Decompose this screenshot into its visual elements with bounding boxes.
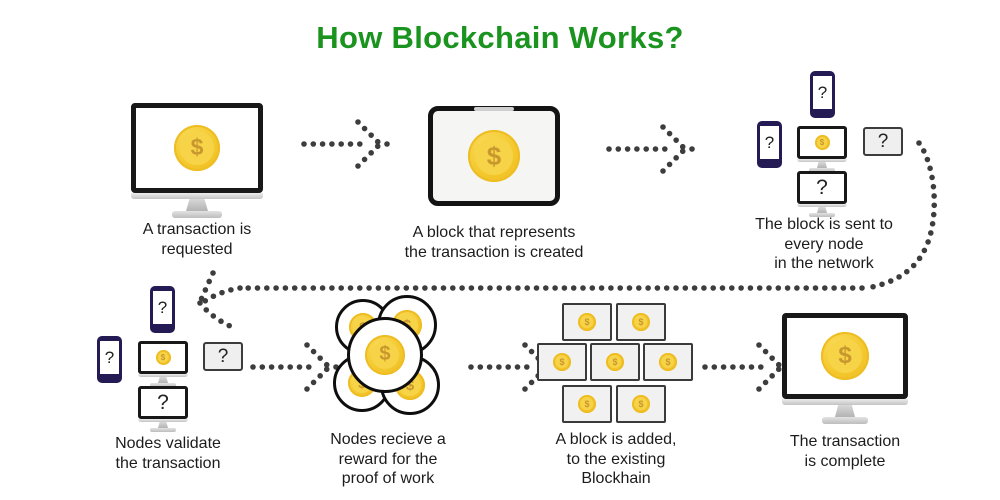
monitor-chin xyxy=(131,193,263,199)
dollar-coin-icon: $ xyxy=(659,353,677,371)
step4-monitor-node-center: $ xyxy=(138,341,188,387)
arrow-step4-to-step5 xyxy=(250,342,339,392)
dollar-symbol: $ xyxy=(180,131,214,165)
dollar-coin-icon: $ xyxy=(468,130,520,182)
step3-phone-node-top: ? xyxy=(810,71,835,118)
step6-block-tile: $ xyxy=(562,385,612,423)
dollar-coin-icon: $ xyxy=(365,335,405,375)
step6-block-tile: $ xyxy=(616,385,666,423)
dollar-symbol: $ xyxy=(608,355,622,369)
step2-block-tablet: $ xyxy=(428,106,560,206)
question-mark: ? xyxy=(817,83,828,102)
dollar-symbol: $ xyxy=(555,355,569,369)
tablet-camera-bar xyxy=(474,107,514,111)
step6-block-tile: $ xyxy=(616,303,666,341)
dollar-coin-icon: $ xyxy=(553,353,571,371)
step3-caption: The block is sent to every node in the n… xyxy=(755,216,893,273)
dollar-symbol: $ xyxy=(827,338,863,374)
monitor-base xyxy=(172,211,222,218)
dollar-coin-icon: $ xyxy=(155,350,171,365)
step1-desktop-monitor: $ xyxy=(131,103,263,218)
monitor-stand xyxy=(835,405,855,417)
monitor-chin xyxy=(138,419,188,422)
monitor-chin xyxy=(138,374,188,377)
dollar-coin-icon: $ xyxy=(606,353,624,371)
step6-block-tile: $ xyxy=(537,343,587,381)
dollar-coin-icon: $ xyxy=(632,395,650,413)
question-mark: ? xyxy=(217,346,229,367)
dollar-symbol: $ xyxy=(661,355,675,369)
step5-caption: Nodes recieve a reward for the proof of … xyxy=(330,431,446,488)
monitor-base xyxy=(150,428,176,432)
step5-reward-circle-main: $ xyxy=(347,317,423,393)
arrow-step1-to-step2 xyxy=(301,119,390,169)
question-mark: ? xyxy=(877,131,889,152)
monitor-base xyxy=(150,383,176,387)
step3-phone-node-left: ? xyxy=(757,121,782,168)
step4-phone-node-top: ? xyxy=(150,286,175,333)
monitor-chin xyxy=(797,204,847,207)
monitor-base xyxy=(809,213,835,217)
question-mark: ? xyxy=(104,348,115,367)
monitor-stand xyxy=(817,162,827,168)
dollar-coin-icon: $ xyxy=(174,125,220,171)
step4-caption: Nodes validate the transaction xyxy=(115,435,221,472)
monitor-stand xyxy=(158,422,168,428)
dollar-symbol: $ xyxy=(816,137,828,148)
dollar-coin-icon: $ xyxy=(632,313,650,331)
step7-desktop-monitor: $ xyxy=(782,313,908,424)
monitor-stand xyxy=(186,199,208,211)
dollar-coin-icon: $ xyxy=(578,395,596,413)
dollar-symbol: $ xyxy=(370,340,400,370)
question-mark: ? xyxy=(157,298,168,317)
dollar-symbol: $ xyxy=(157,352,169,363)
dollar-symbol: $ xyxy=(580,315,594,329)
dollar-symbol: $ xyxy=(634,315,648,329)
monitor-stand xyxy=(158,377,168,383)
step3-tablet-node-right: ? xyxy=(863,127,903,156)
dollar-symbol: $ xyxy=(634,397,648,411)
step6-block-tile: $ xyxy=(590,343,640,381)
step1-caption: A transaction is requested xyxy=(142,221,252,258)
monitor-stand xyxy=(817,207,827,213)
arrow-step6-to-step7 xyxy=(702,342,791,392)
step4-tablet-node-right: ? xyxy=(203,342,243,371)
monitor-chin xyxy=(797,159,847,162)
step6-block-tile: $ xyxy=(562,303,612,341)
dollar-coin-icon: $ xyxy=(814,135,830,150)
step7-caption: The transaction is complete xyxy=(789,433,901,470)
dollar-coin-icon: $ xyxy=(821,332,869,380)
dollar-symbol: $ xyxy=(580,397,594,411)
step3-monitor-node-bottom: ? xyxy=(797,171,847,217)
monitor-base xyxy=(822,417,868,424)
step6-block-tile: $ xyxy=(643,343,693,381)
step2-caption: A block that represents the transaction … xyxy=(404,224,584,261)
dollar-symbol: $ xyxy=(475,137,513,175)
step4-monitor-node-bottom: ? xyxy=(138,386,188,432)
page-title: How Blockchain Works? xyxy=(316,20,684,55)
step6-caption: A block is added, to the existing Blockh… xyxy=(555,431,677,488)
question-mark: ? xyxy=(157,391,169,414)
question-mark: ? xyxy=(764,133,775,152)
step4-phone-node-left: ? xyxy=(97,336,122,383)
arrow-step2-to-step3 xyxy=(606,124,695,174)
monitor-base xyxy=(809,168,835,172)
step3-monitor-node-center: $ xyxy=(797,126,847,172)
question-mark: ? xyxy=(816,176,828,199)
monitor-chin xyxy=(782,399,908,405)
dollar-coin-icon: $ xyxy=(578,313,596,331)
